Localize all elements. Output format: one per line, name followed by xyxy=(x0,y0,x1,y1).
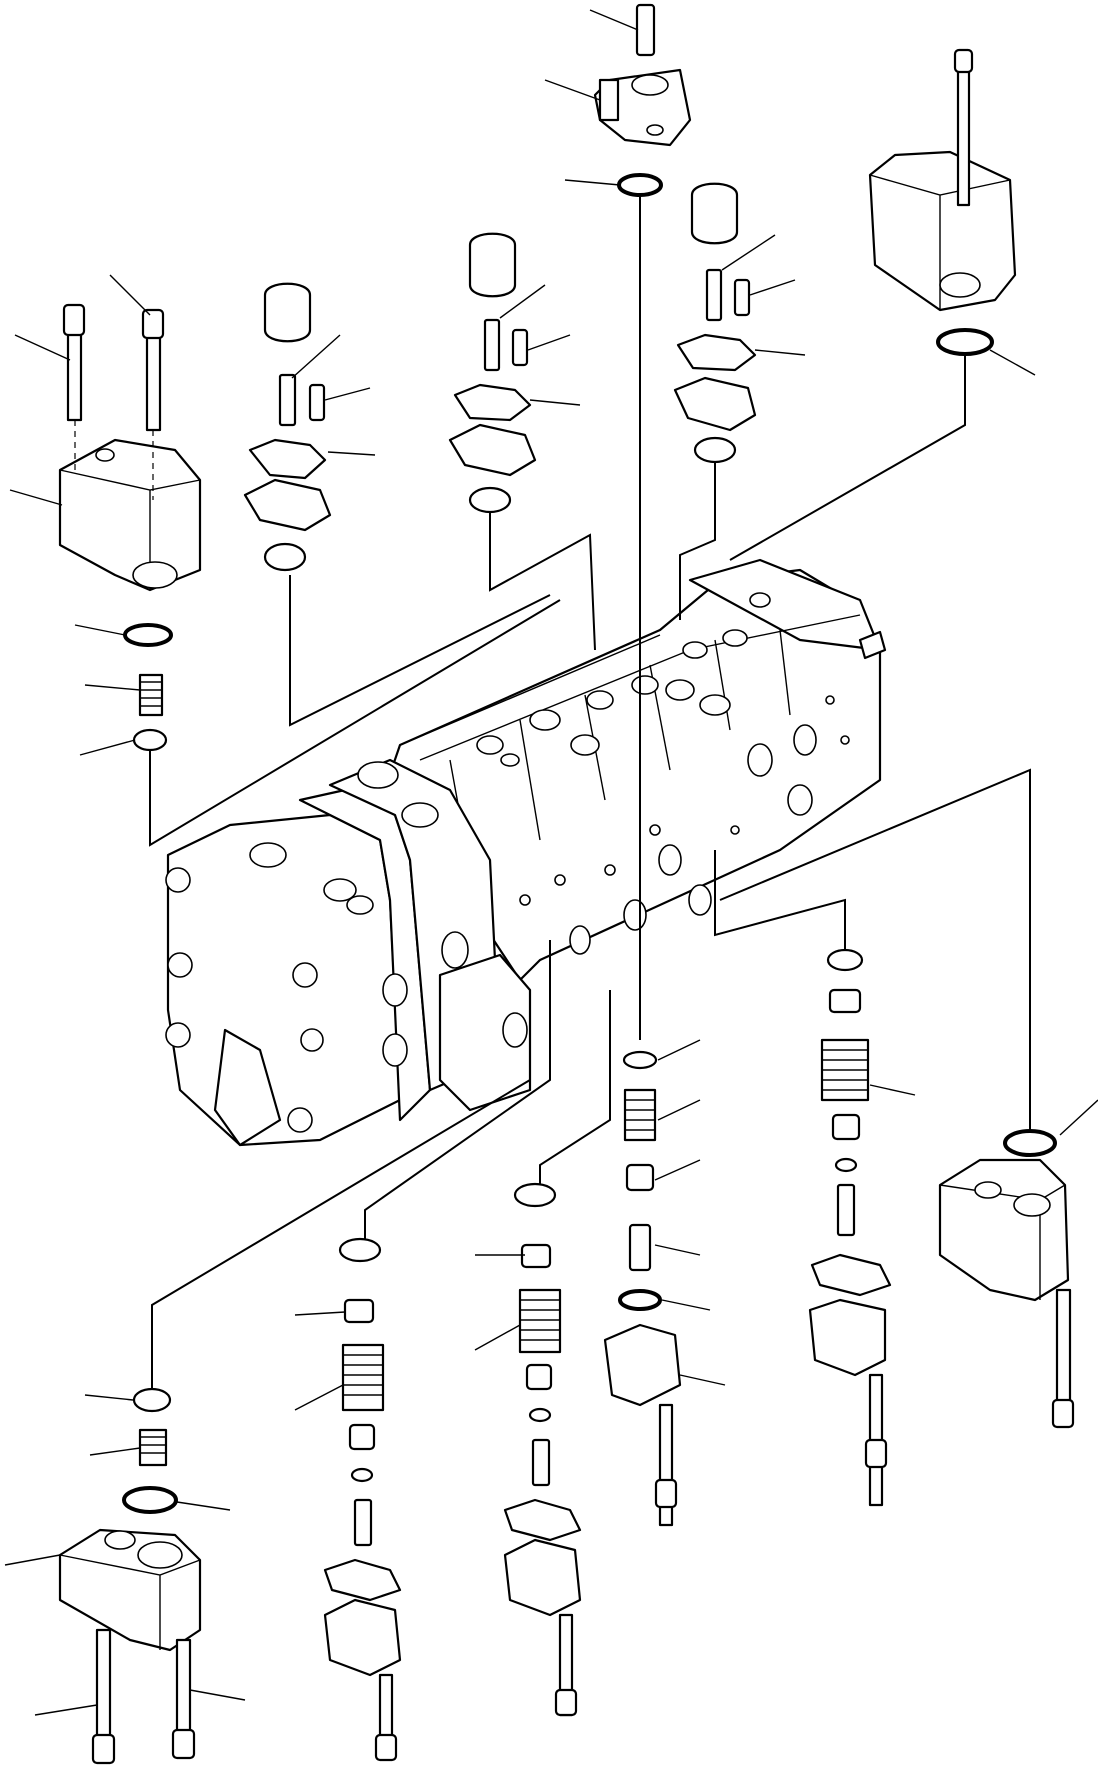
spool-stack-center xyxy=(605,1052,680,1525)
spool-stack-mid xyxy=(505,990,610,1715)
relief-assembly-2 xyxy=(450,234,595,650)
end-cover-upper-right xyxy=(730,50,1015,560)
relief-assembly-3 xyxy=(675,184,755,620)
end-cover-lower-left xyxy=(60,1080,530,1763)
spool-stack-right xyxy=(715,850,890,1505)
top-center-adapter xyxy=(595,5,690,1040)
relief-assembly-1 xyxy=(245,284,550,725)
end-cover-lower-right xyxy=(720,770,1073,1427)
callout-leaders xyxy=(5,10,1098,1715)
spool-stack-left xyxy=(325,940,550,1760)
end-cover-upper-left xyxy=(60,305,560,845)
control-valve-body xyxy=(166,560,885,1145)
